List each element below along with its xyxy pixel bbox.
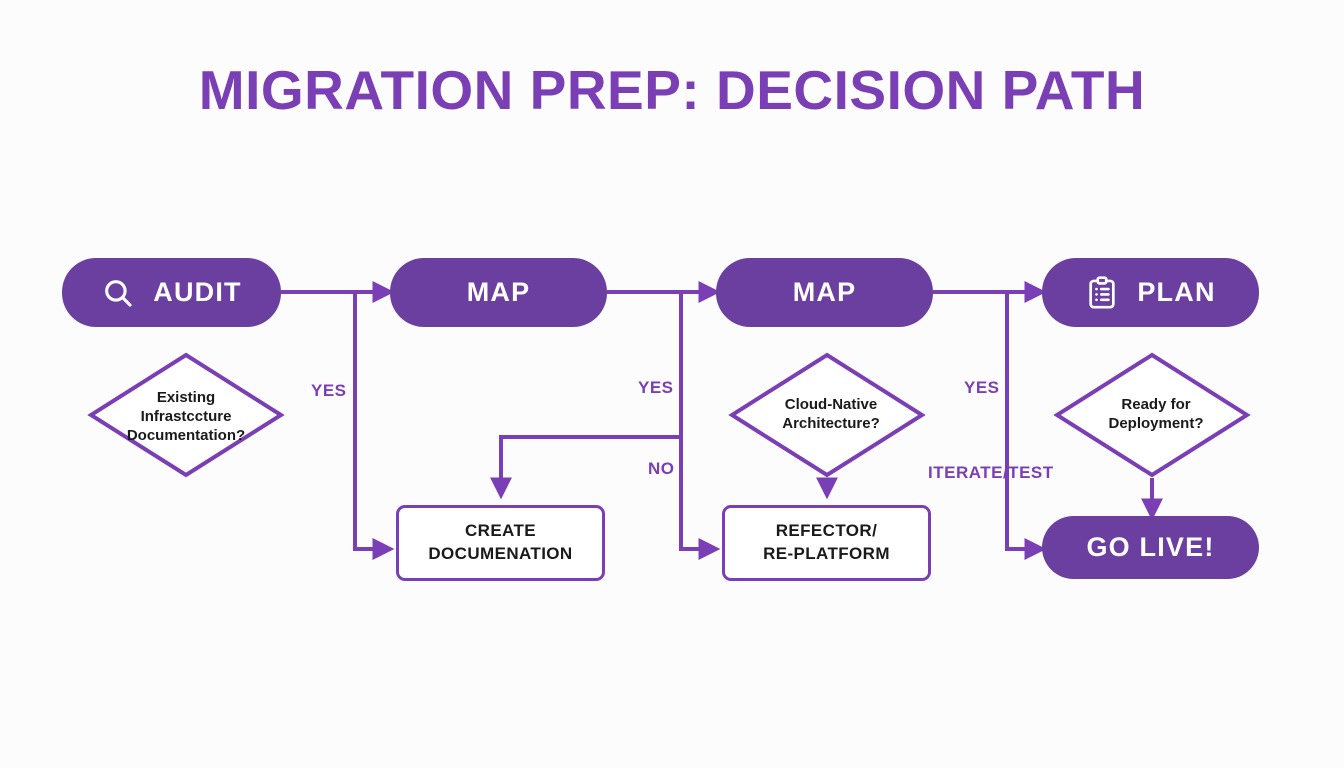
box-refactor-replatform-label: REFECTOR/ RE-PLATFORM	[763, 521, 890, 563]
edge-label-no-map1: NO	[648, 459, 675, 478]
node-map-2-label: MAP	[792, 277, 857, 307]
node-map-1[interactable]: MAP	[390, 258, 607, 327]
decision-existing-infra-doc-shape	[87, 352, 285, 478]
box-refactor-replatform[interactable]: REFECTOR/ RE-PLATFORM	[722, 505, 931, 581]
box-create-documentation-label: CREATE DOCUMENATION	[428, 521, 573, 563]
node-plan-label: PLAN	[1137, 277, 1216, 307]
node-map-1-label: MAP	[466, 277, 531, 307]
node-go-live[interactable]: GO LIVE!	[1042, 516, 1259, 579]
edge-label-yes-audit: YES	[311, 381, 347, 400]
node-plan[interactable]: PLAN	[1042, 258, 1259, 327]
clipboard-checklist-icon	[1085, 275, 1119, 310]
decision-cloud-native-label: Cloud-Native Architecture?	[782, 396, 880, 433]
decision-existing-infra-doc[interactable]: Existing Infrastccture Documentation?	[87, 352, 285, 478]
edge-label-yes-map2: YES	[964, 378, 1000, 397]
edge-no-to-refactor	[679, 437, 721, 560]
decision-ready-for-deployment-shape	[1053, 352, 1251, 478]
edge-audit-yes-to-create-doc	[353, 292, 395, 560]
search-icon	[101, 276, 135, 310]
node-audit[interactable]: AUDIT	[62, 258, 281, 327]
edge-label-yes-map1: YES	[638, 378, 674, 397]
node-map-2[interactable]: MAP	[716, 258, 933, 327]
decision-cloud-native[interactable]: Cloud-Native Architecture?	[728, 352, 926, 478]
decision-existing-infra-doc-label: Existing Infrastccture Documentation?	[126, 389, 246, 445]
node-go-live-label: GO LIVE!	[1086, 532, 1215, 562]
decision-cloud-native-shape	[728, 352, 926, 478]
decision-ready-for-deployment-label: Ready for Deployment?	[1108, 396, 1204, 433]
edge-label-iterate-test: ITERATE/TEST	[928, 463, 1054, 482]
box-create-documentation[interactable]: CREATE DOCUMENATION	[396, 505, 605, 581]
node-audit-label: AUDIT	[153, 277, 242, 307]
edge-iterate-to-go-live	[1005, 292, 1047, 560]
decision-ready-for-deployment[interactable]: Ready for Deployment?	[1053, 352, 1251, 478]
page-title: MIGRATION PREP: DECISION PATH	[198, 59, 1146, 121]
